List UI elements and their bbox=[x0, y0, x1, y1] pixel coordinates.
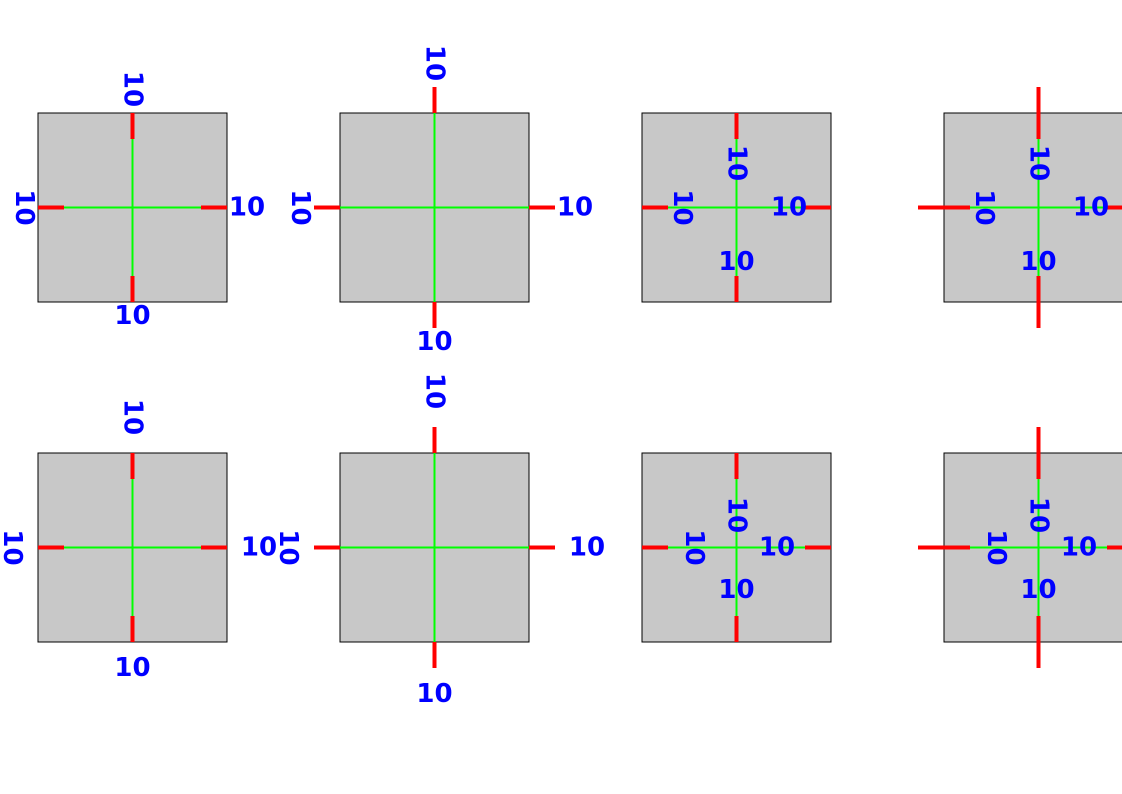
tick-label-bottom: 10 bbox=[416, 327, 452, 357]
tick-label-top: 10 bbox=[118, 399, 148, 435]
tick-label-right: 10 bbox=[557, 193, 593, 223]
tick-label-left: 10 bbox=[679, 529, 709, 565]
subplot-r2c1: 10 10 10 10 bbox=[0, 399, 277, 683]
tick-label-right: 10 bbox=[1073, 193, 1109, 223]
tick-label-left: 10 bbox=[273, 529, 303, 565]
tick-label-top: 10 bbox=[1024, 497, 1054, 533]
tick-label-left: 10 bbox=[969, 189, 999, 225]
tick-label-bottom: 10 bbox=[416, 679, 452, 709]
subplot-r2c2: 10 10 10 10 bbox=[273, 373, 605, 709]
tick-label-top: 10 bbox=[722, 497, 752, 533]
tick-label-right: 10 bbox=[241, 533, 277, 563]
tick-label-bottom: 10 bbox=[114, 653, 150, 683]
tick-label-bottom: 10 bbox=[718, 247, 754, 277]
tick-label-bottom: 10 bbox=[718, 575, 754, 605]
subplot-r1c4: 10 10 10 10 bbox=[918, 87, 1122, 328]
subplot-r1c2: 10 10 10 10 bbox=[285, 45, 593, 357]
tick-label-left: 10 bbox=[285, 189, 315, 225]
tick-label-right: 10 bbox=[771, 193, 807, 223]
subplot-r1c3: 10 10 10 10 bbox=[641, 112, 832, 303]
tick-label-bottom: 10 bbox=[1020, 247, 1056, 277]
tick-label-top: 10 bbox=[118, 71, 148, 107]
tick-label-top: 10 bbox=[420, 373, 450, 409]
tick-label-top: 10 bbox=[1024, 145, 1054, 181]
tick-label-right: 10 bbox=[759, 533, 795, 563]
tick-label-right: 10 bbox=[1061, 533, 1097, 563]
tick-label-top: 10 bbox=[722, 145, 752, 181]
tick-label-right: 10 bbox=[569, 533, 605, 563]
tick-label-left: 10 bbox=[667, 189, 697, 225]
tick-label-left: 10 bbox=[0, 529, 27, 565]
tick-label-bottom: 10 bbox=[114, 301, 150, 331]
tick-label-bottom: 10 bbox=[1020, 575, 1056, 605]
subplot-r1c1: 10 10 10 10 bbox=[9, 71, 265, 331]
tick-label-left: 10 bbox=[981, 529, 1011, 565]
tick-label-left: 10 bbox=[9, 189, 39, 225]
tick-label-top: 10 bbox=[420, 45, 450, 81]
tick-label-right: 10 bbox=[229, 193, 265, 223]
